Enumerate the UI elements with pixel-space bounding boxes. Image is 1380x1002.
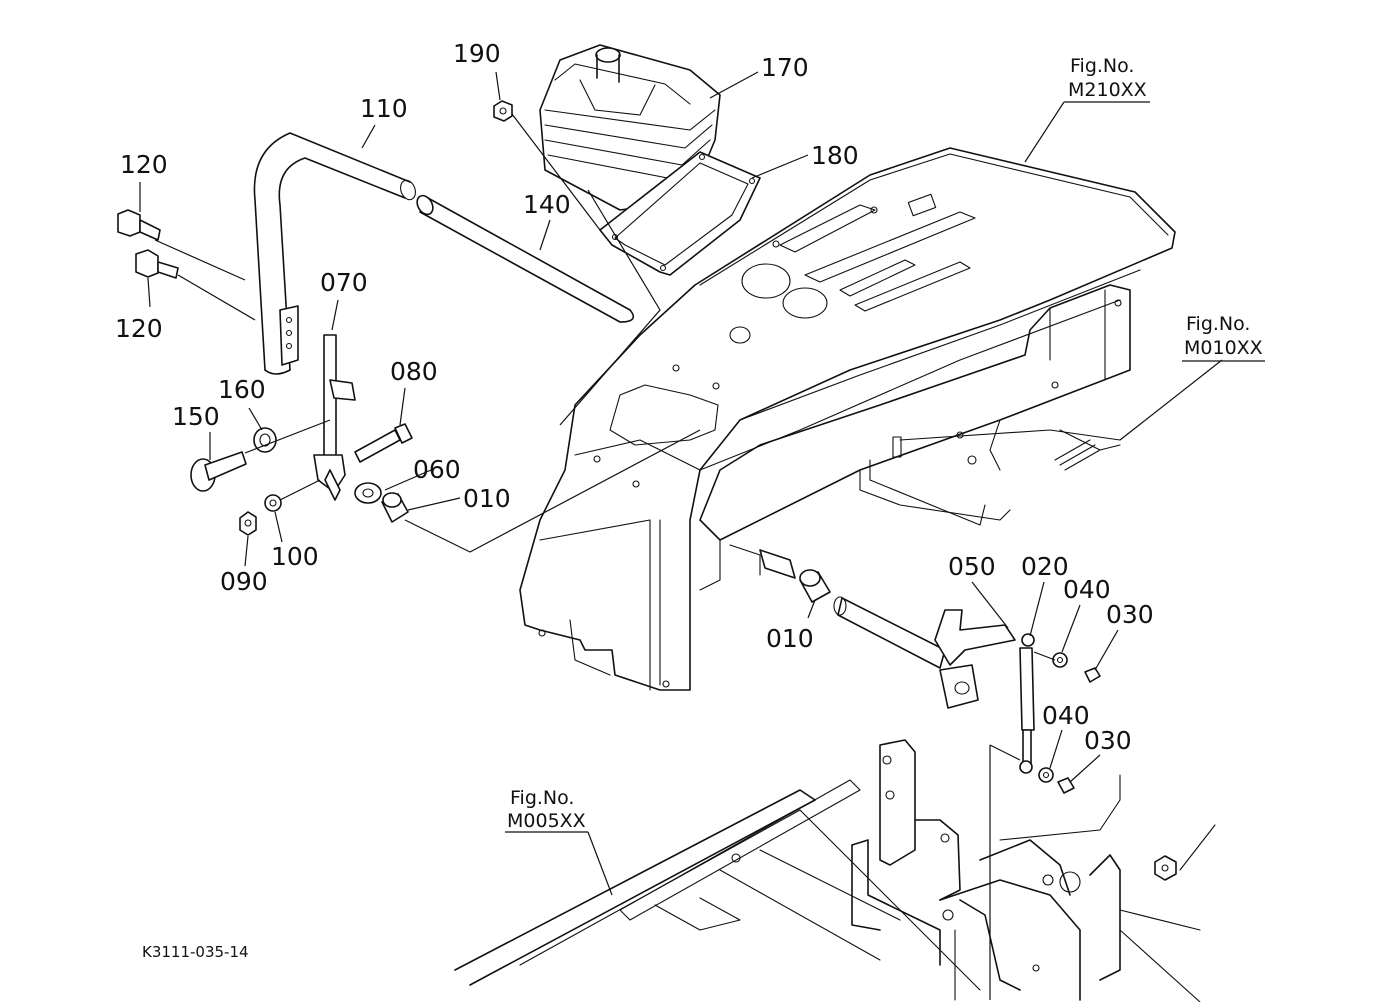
lower-frame (454, 739, 1216, 1002)
callout-080: 080 (390, 357, 438, 386)
bushing-010-upper (381, 492, 409, 523)
fig-ref-m010-number: M010XX (1184, 337, 1263, 359)
gas-spring-020 (1019, 633, 1035, 774)
fig-ref-m210-label: Fig.No. (1070, 55, 1134, 77)
callout-040-lower: 040 (1042, 701, 1090, 730)
nut-090 (239, 511, 257, 536)
grip-140 (416, 194, 635, 323)
callout-060: 060 (413, 455, 461, 484)
callout-050: 050 (948, 552, 996, 581)
callout-150: 150 (172, 402, 220, 431)
rod-070 (313, 334, 356, 501)
fig-ref-m005-number: M005XX (507, 810, 586, 832)
bushing-010-lower (799, 569, 831, 603)
callout-010-lower: 010 (766, 624, 814, 653)
lever-110 (253, 132, 416, 375)
washer-040-upper (1052, 652, 1068, 668)
collar-160 (253, 427, 277, 453)
callout-180: 180 (811, 141, 859, 170)
callout-110: 110 (360, 94, 408, 123)
callout-170: 170 (761, 53, 809, 82)
callout-010-upper: 010 (463, 484, 511, 513)
bolt-080 (354, 423, 413, 463)
figure-code: K3111-035-14 (142, 943, 249, 961)
callout-100: 100 (271, 542, 319, 571)
bolt-150 (190, 451, 247, 492)
nut-190 (493, 100, 513, 122)
fig-ref-m010-label: Fig.No. (1186, 313, 1250, 335)
callout-020: 020 (1021, 552, 1069, 581)
assembly-lines (154, 113, 1056, 1000)
pin-030-upper (1084, 667, 1101, 683)
callout-160: 160 (218, 375, 266, 404)
leader-lines (139, 71, 1265, 896)
bolt-120-upper (117, 209, 161, 241)
callout-labels: 110 120 120 140 190 170 180 070 080 160 … (115, 39, 1154, 755)
main-frame (699, 284, 1131, 591)
callout-030-upper: 030 (1106, 600, 1154, 629)
callout-090: 090 (220, 567, 268, 596)
plate-180 (599, 151, 761, 276)
callout-120-upper: 120 (120, 150, 168, 179)
washer-100 (264, 494, 282, 512)
bolt-120-lower (135, 249, 179, 279)
washer-060 (354, 482, 382, 504)
callout-140: 140 (523, 190, 571, 219)
console-cover (519, 147, 1176, 691)
callout-120-lower: 120 (115, 314, 163, 343)
callout-040-upper: 040 (1063, 575, 1111, 604)
callout-070: 070 (320, 268, 368, 297)
arm-050 (759, 549, 1016, 709)
figure-refs: Fig.No. M210XX Fig.No. M010XX Fig.No. M0… (507, 55, 1263, 832)
washer-040-lower (1038, 767, 1054, 783)
fig-ref-m005-label: Fig.No. (510, 787, 574, 809)
callout-190: 190 (453, 39, 501, 68)
fig-ref-m210-number: M210XX (1068, 79, 1147, 101)
callout-030-lower: 030 (1084, 726, 1132, 755)
